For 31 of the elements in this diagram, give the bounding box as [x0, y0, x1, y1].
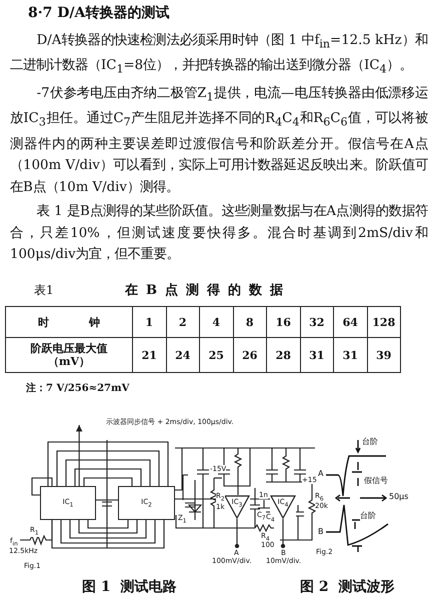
- wire: [60, 520, 156, 544]
- wire: [87, 520, 129, 529]
- paragraph: D/A转换器的快速检测法必须采用时钟（图 1 中f$_{in}$=12.5 kHz）和二进制计数器（IC$_{1}$=8位），并把转换器的输出送到微分器（IC$_{4}$）。: [10, 32, 428, 78]
- table-cell: 39: [366, 337, 401, 373]
- wire: [78, 520, 138, 534]
- table-number: 表1: [34, 282, 54, 299]
- waveform-label: 台阶: [362, 438, 378, 446]
- paragraph: -7伏参考电压由齐纳二极管Z$_{1}$提供，电流—电压转换器由低漂移运放IC$_{3}$担任。通过C$_{7}$产生阻尼并选择不同的R$_{4}$C$_{4}$和R$_{6}$C$_{6}$值，可以将被测器件内的两种主要误差即过渡假信号和阶跃差分开。假信号在A点（100m V/div）可以看到，实际上可用计数器延迟反映出来。阶跃值可在B点（10m V/div）测得。: [10, 84, 428, 197]
- wire: [83, 477, 133, 486]
- wire: [65, 459, 151, 486]
- wire: [47, 441, 169, 486]
- figure-caption: 图 1 测试电路: [82, 578, 176, 596]
- wire: [56, 450, 160, 486]
- section-heading: 8·7 D/A转换器的测试: [28, 4, 170, 22]
- wire: [76, 425, 82, 486]
- wire: [74, 468, 142, 486]
- waveform-label: A: [318, 470, 324, 478]
- waveform-label: B: [318, 528, 324, 536]
- table-cell: 128: [366, 306, 401, 338]
- table-title: 在B点测得的数据: [125, 282, 291, 299]
- figure-caption: 图 2 测试波形: [300, 578, 394, 596]
- wire: [69, 520, 147, 539]
- waveform-label: 50μs: [389, 493, 408, 501]
- wire: [51, 520, 165, 549]
- table-cell: 时钟: [5, 306, 133, 338]
- waveform-label: 台阶: [360, 512, 376, 520]
- table-cell: 阶跃电压最大值（mV）: [5, 337, 133, 373]
- footnote: 注：7 V/256≈27mV: [26, 381, 130, 395]
- paragraph: 表 1 是B点测得的某些阶跃值。这些测量数据与在A点测得的数据符合，只差10%，但测试速度要快得多。混合时基调到2mS/div和100μs/div为宜，但不重要。: [10, 202, 428, 264]
- waveform-label: 假信号: [364, 477, 388, 485]
- wire: [96, 499, 118, 501]
